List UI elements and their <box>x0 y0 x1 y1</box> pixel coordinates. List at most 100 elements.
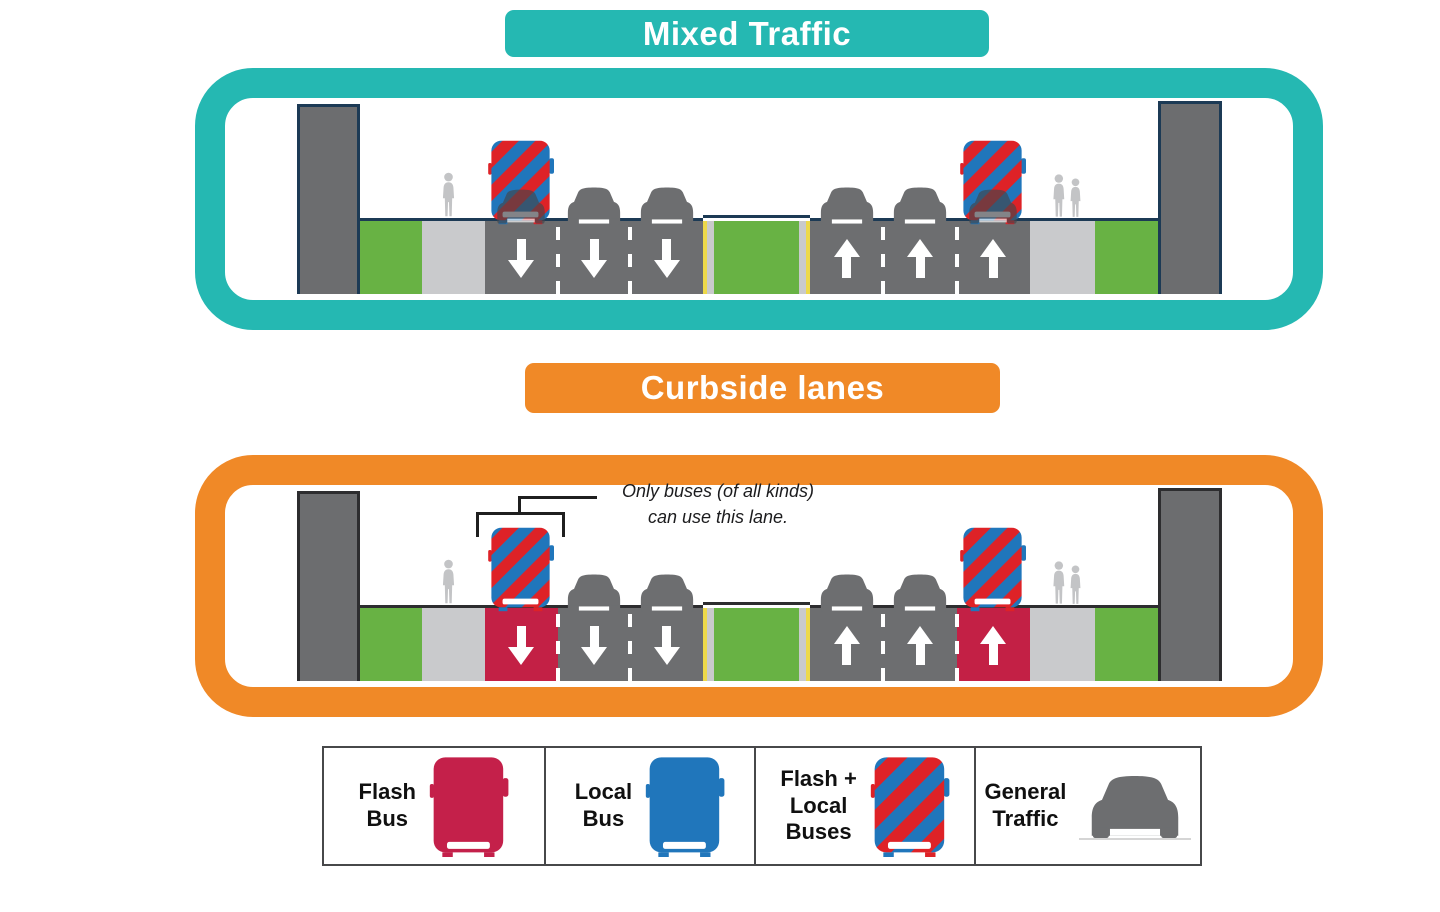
pedestrian-icon <box>440 172 457 218</box>
lane-arrow-up-icon <box>833 239 860 281</box>
center-line-yellow-left <box>703 221 707 294</box>
arrow-stem <box>662 626 672 647</box>
planting-strip-left <box>360 608 422 681</box>
bus-lane-annotation-line1: Only buses (of all kinds) <box>621 481 815 501</box>
lane-arrow-down-icon <box>581 239 607 281</box>
legend-label-line: Flash + <box>780 765 857 791</box>
arrow-stem <box>915 644 925 665</box>
arrow-head <box>508 260 535 278</box>
arrow-head <box>980 239 1007 257</box>
building-right <box>1158 488 1222 681</box>
arrow-stem <box>915 257 925 278</box>
arrow-head <box>581 647 607 665</box>
arrow-stem <box>589 239 599 260</box>
arrow-stem <box>842 644 852 665</box>
general-traffic-car-icon <box>561 185 627 225</box>
lane-arrow-up-icon <box>980 626 1007 668</box>
arrow-head <box>907 239 933 257</box>
general-traffic-car-icon <box>561 572 627 612</box>
lane-arrow-down-icon <box>508 239 535 281</box>
dashed-lane-line <box>954 614 959 681</box>
arrow-head <box>653 260 680 278</box>
lane-arrow-down-icon <box>581 626 607 668</box>
mixed-traffic-frame <box>195 68 1323 330</box>
planting-strip-left <box>360 221 422 294</box>
legend-label-line: Local <box>574 779 633 805</box>
general-traffic-car-icon <box>887 185 953 225</box>
dashed-lane-line <box>881 227 886 294</box>
flash-local-bus-icon <box>488 525 555 612</box>
median-curb-left <box>707 221 714 294</box>
arrow-head <box>833 239 860 257</box>
curbside-lanes-frame <box>195 455 1323 717</box>
local-bus-icon <box>645 755 725 857</box>
center-line-yellow-right <box>806 608 810 681</box>
flash-bus-icon <box>429 755 509 857</box>
median <box>703 602 810 681</box>
arrow-head <box>653 647 680 665</box>
arrow-stem <box>516 239 526 260</box>
median-curb-left <box>707 608 714 681</box>
sidewalk-right <box>1030 221 1095 294</box>
arrow-stem <box>988 644 998 665</box>
pedestrian-couple-icon <box>1049 561 1087 605</box>
mixed-traffic-scene <box>225 98 1293 300</box>
legend-label-line: General <box>984 779 1067 805</box>
general-traffic-car-icon <box>887 572 953 612</box>
lane-arrow-down-icon <box>508 626 535 668</box>
dashed-lane-line <box>555 227 560 294</box>
annotation-connector-line <box>518 496 597 499</box>
flash-local-bus-icon <box>960 525 1027 612</box>
arrow-head <box>581 260 607 278</box>
general-traffic-car-icon <box>814 185 880 225</box>
median-curb-right <box>799 221 806 294</box>
dashed-lane-line <box>555 614 560 681</box>
general-traffic-car-icon <box>634 572 700 612</box>
dashed-lane-line <box>628 614 633 681</box>
pedestrian-couple-icon <box>1049 174 1087 218</box>
median-planting <box>714 608 799 681</box>
dashed-lane-line <box>881 614 886 681</box>
ghost-car-icon <box>963 185 1023 226</box>
center-line-yellow-right <box>806 221 810 294</box>
lane-arrow-up-icon <box>907 239 933 281</box>
annotation-bracket-riser <box>518 496 521 515</box>
pedestrian-icon <box>440 559 457 605</box>
arrow-head <box>833 626 860 644</box>
arrow-head <box>980 626 1007 644</box>
planting-strip-right <box>1095 608 1158 681</box>
legend-label-line: Local <box>789 792 848 818</box>
arrow-stem <box>662 239 672 260</box>
planting-strip-right <box>1095 221 1158 294</box>
dashed-lane-line <box>628 227 633 294</box>
bus-lane-annotation-line2: can use this lane. <box>647 507 789 528</box>
section-title-mixed-traffic-label: Mixed Traffic <box>642 14 852 52</box>
lane-arrow-up-icon <box>907 626 933 668</box>
legend-label-line: Bus <box>582 806 625 831</box>
arrow-stem <box>842 257 852 278</box>
median <box>703 215 810 294</box>
bus-lane-annotation: Only buses (of all kinds) can use this l… <box>593 478 843 530</box>
center-line-yellow-left <box>703 608 707 681</box>
lane-arrow-up-icon <box>833 626 860 668</box>
general-traffic-car-icon <box>814 572 880 612</box>
lane-arrow-down-icon <box>653 239 680 281</box>
sidewalk-left <box>422 221 485 294</box>
general-traffic-car-icon <box>634 185 700 225</box>
section-title-mixed-traffic: Mixed Traffic <box>505 10 989 57</box>
sidewalk-left <box>422 608 485 681</box>
building-left <box>297 104 360 294</box>
dashed-lane-line <box>954 227 959 294</box>
arrow-stem <box>589 626 599 647</box>
annotation-bracket-tick-left <box>476 512 479 537</box>
section-title-curbside-lanes-label: Curbside lanes <box>640 369 885 406</box>
median-planting <box>714 221 799 294</box>
